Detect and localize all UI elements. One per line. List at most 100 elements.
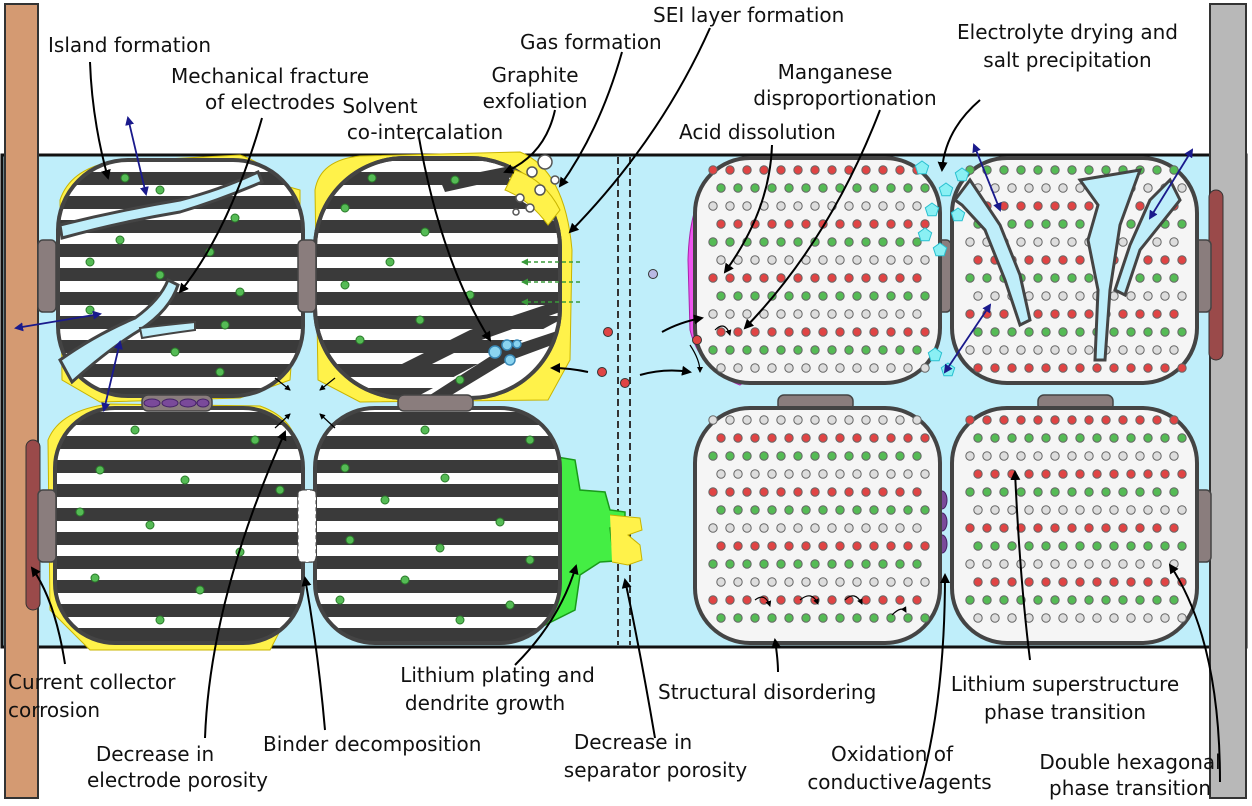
lattice-atom — [818, 577, 828, 587]
lattice-atom — [852, 613, 862, 623]
lattice-atom — [725, 201, 735, 211]
lattice-atom — [801, 613, 811, 623]
lattice-atom — [1118, 487, 1128, 497]
lattice-atom — [810, 523, 820, 533]
lattice-atom — [1067, 595, 1077, 605]
lattice-atom — [895, 415, 905, 425]
lattice-atom — [784, 505, 794, 515]
lattice-atom — [1058, 363, 1068, 373]
lattice-atom — [818, 255, 828, 265]
li-ion — [420, 227, 430, 237]
lattice-atom — [869, 541, 879, 551]
lattice-atom — [886, 577, 896, 587]
lattice-atom — [1160, 613, 1170, 623]
fracture-crack-1 — [58, 169, 264, 240]
lattice-atom — [1007, 433, 1017, 443]
lattice-atom — [1143, 541, 1153, 551]
lattice-atom — [784, 469, 794, 479]
lattice-atom — [1075, 363, 1085, 373]
lattice-atom — [895, 559, 905, 569]
li-ion — [340, 463, 350, 473]
lattice-atom — [733, 183, 743, 193]
lattice-atom — [1135, 487, 1145, 497]
lattice-atom — [861, 595, 871, 605]
lattice-atom — [742, 415, 752, 425]
lattice-atom — [878, 273, 888, 283]
lattice-atom — [982, 595, 992, 605]
lattice-atom — [835, 291, 845, 301]
lattice-atom — [1084, 309, 1094, 319]
lattice-atom — [965, 345, 975, 355]
lattice-atom — [990, 577, 1000, 587]
lattice-atom — [716, 541, 726, 551]
lattice-atom — [716, 255, 726, 265]
lattice-atom — [1067, 345, 1077, 355]
li-ion — [355, 335, 365, 345]
lattice-atom — [1007, 613, 1017, 623]
label-current-collector-1: Current collector — [8, 670, 176, 694]
lattice-atom — [1050, 273, 1060, 283]
label-mechanical-fracture-1: Mechanical fracture — [170, 64, 369, 88]
lattice-atom — [844, 559, 854, 569]
lattice-atom — [1050, 415, 1060, 425]
lattice-atom — [1067, 451, 1077, 461]
lattice-atom — [725, 595, 735, 605]
lattice-atom — [708, 451, 718, 461]
lattice-atom — [1092, 433, 1102, 443]
lattice-atom — [1016, 237, 1026, 247]
lattice-atom — [999, 201, 1009, 211]
label-electrode-porosity-1: Decrease in — [95, 742, 215, 766]
lattice-atom — [886, 291, 896, 301]
lattice-atom — [759, 415, 769, 425]
lattice-atom — [1092, 505, 1102, 515]
lattice-atom — [810, 345, 820, 355]
lattice-atom — [1058, 505, 1068, 515]
li-ion — [195, 585, 205, 595]
lattice-atom — [801, 577, 811, 587]
lattice-atom — [716, 219, 726, 229]
li-ion — [130, 425, 140, 435]
lattice-atom — [835, 541, 845, 551]
lattice-atom — [1024, 219, 1034, 229]
li-ion — [335, 595, 345, 605]
lattice-atom — [767, 577, 777, 587]
lattice-atom — [835, 577, 845, 587]
lattice-atom — [1067, 273, 1077, 283]
lattice-atom — [973, 613, 983, 623]
lattice-atom — [1041, 327, 1051, 337]
lattice-atom — [903, 363, 913, 373]
lattice-atom — [776, 201, 786, 211]
lattice-atom — [1143, 433, 1153, 443]
lattice-atom — [1016, 415, 1026, 425]
lattice-atom — [878, 487, 888, 497]
lattice-atom — [973, 577, 983, 587]
lattice-atom — [920, 505, 930, 515]
salt-crystal — [924, 202, 940, 217]
lattice-atom — [861, 309, 871, 319]
lattice-atom — [1177, 183, 1187, 193]
lattice-atom — [920, 363, 930, 373]
lattice-atom — [784, 577, 794, 587]
lattice-atom — [1075, 469, 1085, 479]
lattice-atom — [1075, 505, 1085, 515]
lattice-atom — [716, 577, 726, 587]
lattice-atom — [861, 273, 871, 283]
lattice-atom — [869, 183, 879, 193]
lattice-atom — [1033, 415, 1043, 425]
lattice-atom — [1160, 541, 1170, 551]
lattice-atom — [895, 273, 905, 283]
graphite-particle-bottom-left — [53, 406, 305, 645]
lattice-atom — [1084, 415, 1094, 425]
lattice-atom — [1058, 541, 1068, 551]
lattice-atom — [895, 309, 905, 319]
lattice-atom — [852, 291, 862, 301]
lattice-atom — [827, 559, 837, 569]
lattice-atom — [1109, 577, 1119, 587]
lattice-atom — [1177, 363, 1187, 373]
lattice-atom — [1109, 327, 1119, 337]
lattice-atom — [708, 415, 718, 425]
lattice-atom — [920, 433, 930, 443]
lattice-atom — [903, 291, 913, 301]
lattice-atom — [912, 201, 922, 211]
lattice-atom — [1050, 523, 1060, 533]
